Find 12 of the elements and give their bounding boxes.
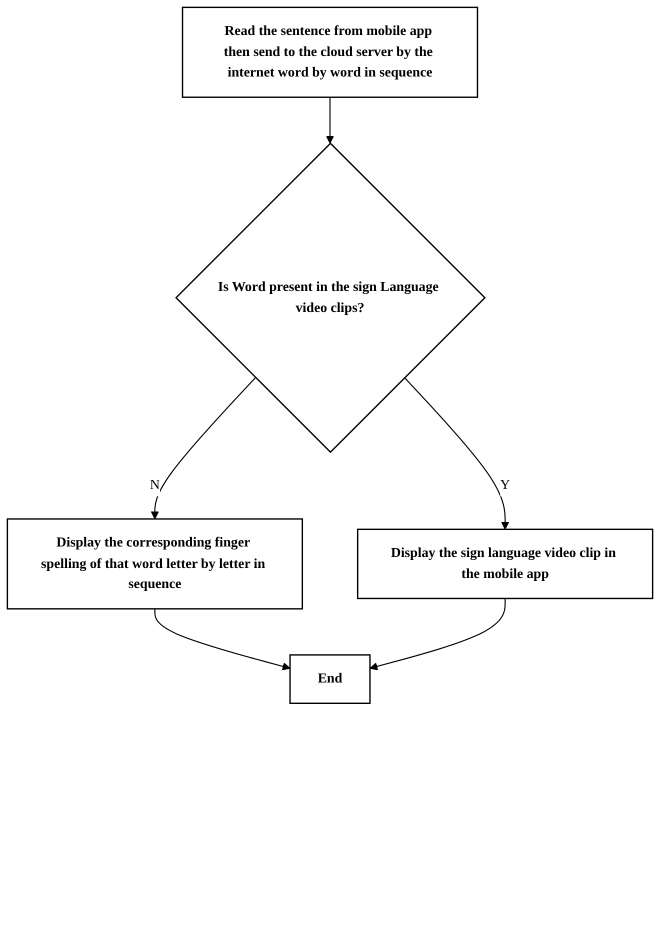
node-box: End bbox=[289, 654, 371, 704]
arrow bbox=[150, 377, 256, 520]
node-box: Display the sign language video clip in the mobile app bbox=[356, 528, 654, 600]
arrow bbox=[326, 97, 334, 144]
arrow bbox=[154, 608, 290, 670]
node-box: Read the sentence from mobile app then send to the cloud server by the internet word by word in sequence bbox=[182, 6, 478, 98]
arrow bbox=[370, 598, 506, 670]
arrow bbox=[404, 377, 510, 530]
node-box: Display the corresponding finger spelling of that word letter by letter in sequence bbox=[6, 518, 304, 610]
node-diamond: Is Word present in the sign Language video clips? bbox=[175, 142, 486, 454]
edge-label: Y bbox=[500, 478, 510, 493]
edge-label: N bbox=[150, 478, 160, 493]
